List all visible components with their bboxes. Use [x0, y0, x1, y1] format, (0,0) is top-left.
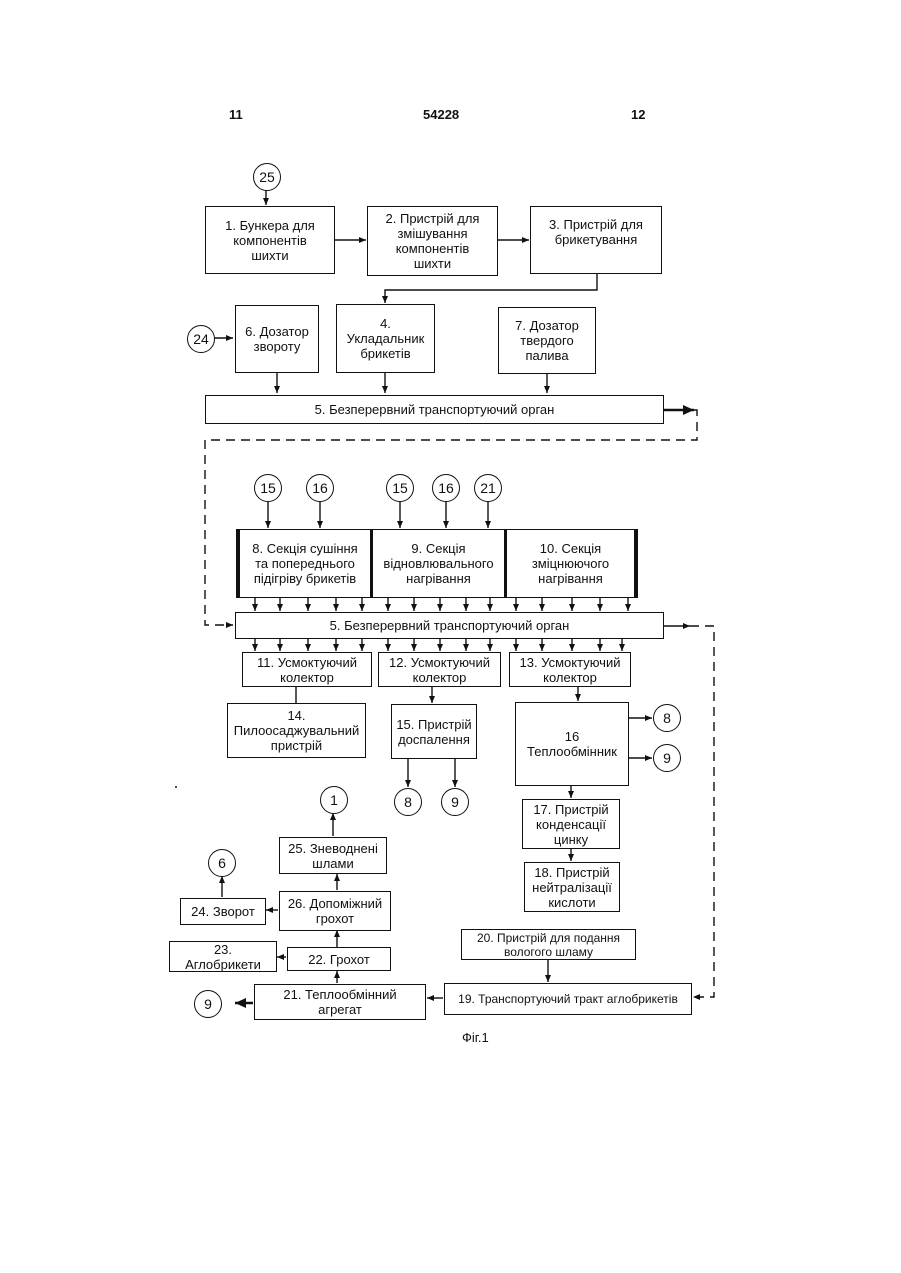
ref-circle-9c: 9 — [194, 990, 222, 1018]
node-6-return-doser: 6. Дозатор звороту — [235, 305, 319, 373]
ref-circle-24: 24 — [187, 325, 215, 353]
ref-circle-21: 21 — [474, 474, 502, 502]
stray-dot — [175, 786, 177, 788]
node-13-collector: 13. Усмоктуючий колектор — [509, 652, 631, 687]
node-17-zinc-condenser: 17. Пристрій конденсації цинку — [522, 799, 620, 849]
ref-circle-6: 6 — [208, 849, 236, 877]
node-26-aux-screen: 26. Допоміжний грохот — [279, 891, 391, 931]
ref-circle-9b: 9 — [441, 788, 469, 816]
section-9-reducing: 9. Секція відновлювального нагрівання — [372, 529, 508, 598]
node-20-wet-sludge-feeder: 20. Пристрій для подання вологого шламу — [461, 929, 636, 960]
node-21-heat-exchange-unit: 21. Теплообмінний агрегат — [254, 984, 426, 1020]
ref-circle-25: 25 — [253, 163, 281, 191]
node-16-heat-exchanger: 16 Теплообмінник — [515, 702, 629, 786]
node-19-transport-tract: 19. Транспортуючий тракт аглобрикетів — [444, 983, 692, 1015]
figure-caption: Фіг.1 — [462, 1030, 489, 1045]
node-5-conveyor-upper: 5. Безперервний транспортуючий орган — [205, 395, 664, 424]
node-14-dust-settler: 14. Пилоосаджувальний пристрій — [227, 703, 366, 758]
node-1-bins: 1. Бункера для компонентів шихти — [205, 206, 335, 274]
ref-circle-16b: 16 — [432, 474, 460, 502]
node-3-briquetting: 3. Пристрій для брикетування — [530, 206, 662, 274]
ref-circle-8b: 8 — [394, 788, 422, 816]
section-10-strengthening: 10. Секція зміцнюючого нагрівання — [506, 529, 638, 598]
ref-circle-15a: 15 — [254, 474, 282, 502]
node-23-agglobriquettes: 23. Аглобрикети — [169, 941, 277, 972]
ref-circle-9a: 9 — [653, 744, 681, 772]
node-5-conveyor-lower: 5. Безперервний транспортуючий орган — [235, 612, 664, 639]
node-25-dewatered-sludge: 25. Зневоднені шлами — [279, 837, 387, 874]
node-4-stacker: 4. Укладальник брикетів — [336, 304, 435, 373]
node-7-fuel-doser: 7. Дозатор твердого палива — [498, 307, 596, 374]
node-18-acid-neutralizer: 18. Пристрій нейтралізації кислоти — [524, 862, 620, 912]
section-arrows-down — [255, 598, 628, 611]
arrow-3-to-4 — [385, 274, 597, 303]
node-2-mixer: 2. Пристрій для змішування компонентів ш… — [367, 206, 498, 276]
node-22-screen: 22. Грохот — [287, 947, 391, 971]
collector-arrows-down — [255, 638, 622, 651]
node-12-collector: 12. Усмоктуючий колектор — [378, 652, 501, 687]
ref-circle-1: 1 — [320, 786, 348, 814]
section-8-drying: 8. Секція сушіння та попереднього підігр… — [236, 529, 374, 598]
node-24-return: 24. Зворот — [180, 898, 266, 925]
ref-circle-8a: 8 — [653, 704, 681, 732]
ref-circle-15b: 15 — [386, 474, 414, 502]
node-11-collector: 11. Усмоктуючий колектор — [242, 652, 372, 687]
dashed-loop-5b — [690, 626, 714, 997]
ref-circle-16a: 16 — [306, 474, 334, 502]
node-15-afterburner: 15. Пристрій доспалення — [391, 704, 477, 759]
